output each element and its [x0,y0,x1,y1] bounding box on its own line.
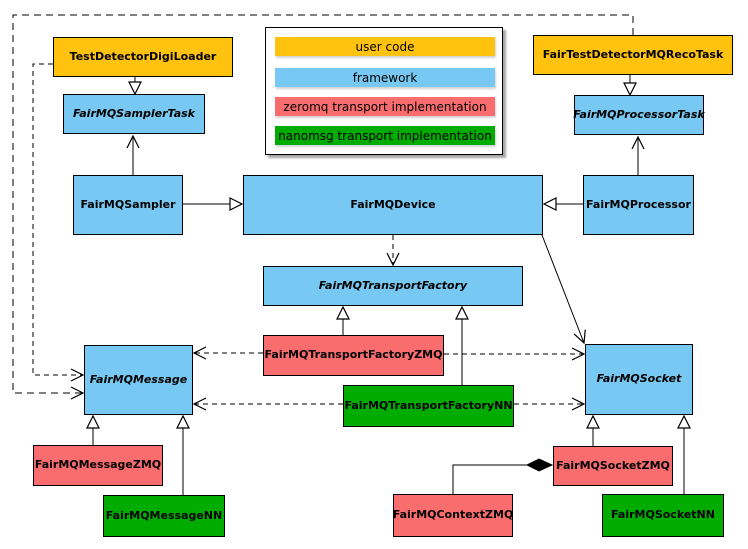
node-fairmqsampler: FairMQSampler [73,175,183,235]
legend-item-framework: framework [275,68,495,87]
legend: user code framework zeromq transport imp… [265,27,503,155]
edge-recotask-message-dashed [12,14,634,400]
edge-device-socket-assoc [541,234,586,345]
node-fairtestdetectormqrecotask: FairTestDetectorMQRecoTask [533,35,733,75]
node-fairmqmessage: FairMQMessage [84,345,193,415]
node-fairmqmessagenn: FairMQMessageNN [103,495,225,537]
node-fairmqtransportfactorynn: FairMQTransportFactoryNN [343,385,514,427]
node-testdetectordigiloader: TestDetectorDigiLoader [53,37,233,77]
node-fairmqprocessortask: FairMQProcessorTask [573,95,705,135]
node-fairmqdevice: FairMQDevice [243,175,543,235]
legend-item-nanomsg: nanomsg transport implementation [275,126,495,145]
edge-digiloader-message-dashed [32,63,85,382]
node-fairmqsocket: FairMQSocket [585,344,693,415]
node-fairmqsocketzmq: FairMQSocketZMQ [553,446,673,486]
legend-item-zeromq: zeromq transport implementation [275,97,495,116]
node-fairmqsocketnn: FairMQSocketNN [602,494,724,537]
edge-contextzmq-socketzmq-composition [452,465,552,494]
node-fairmqcontextzmq: FairMQContextZMQ [393,494,513,537]
node-fairmqtransportfactoryzmq: FairMQTransportFactoryZMQ [263,335,444,376]
node-fairmqmessagezmq: FairMQMessageZMQ [33,445,163,486]
node-fairmqtransportfactory: FairMQTransportFactory [263,266,523,306]
node-fairmqprocessor: FairMQProcessor [583,175,694,235]
legend-item-user-code: user code [275,37,495,56]
node-fairmqsamplertask: FairMQSamplerTask [63,94,205,134]
